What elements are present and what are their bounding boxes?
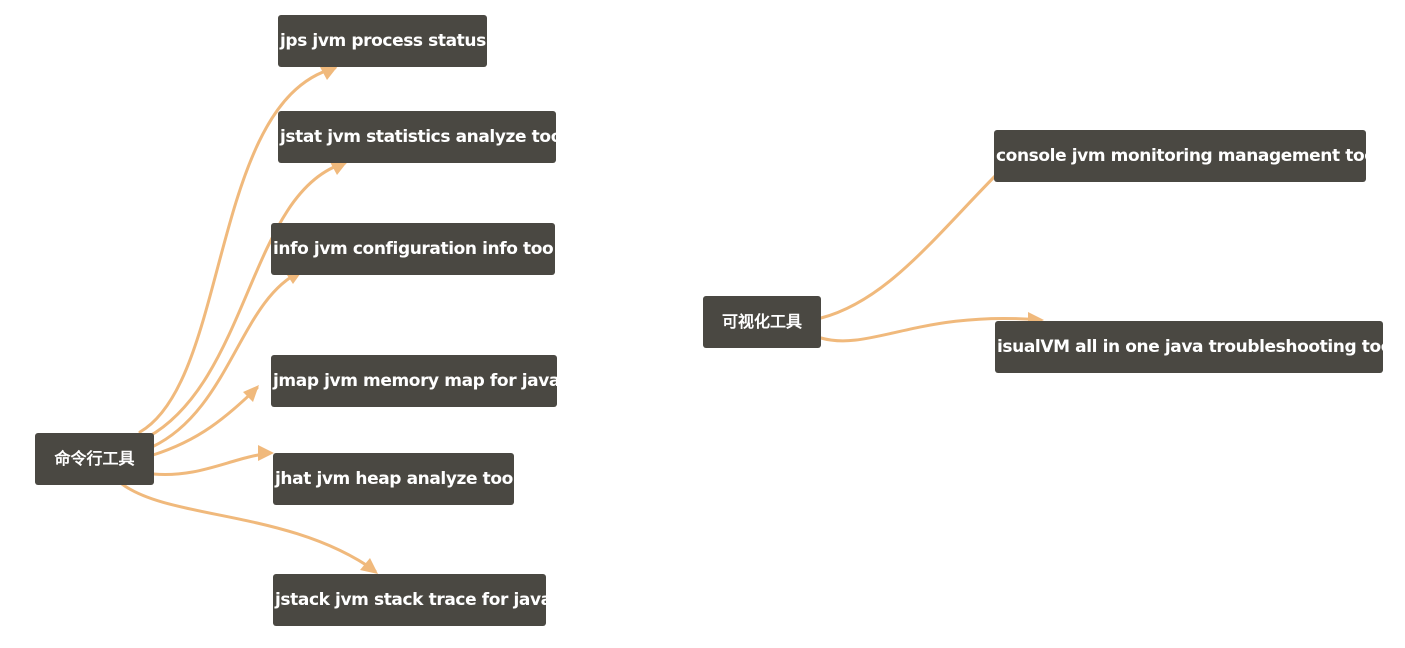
arrowhead-jps bbox=[320, 66, 338, 80]
tool-node-jstack[interactable]: jstack jvm stack trace for java bbox=[273, 574, 546, 626]
edge-cli-jps bbox=[138, 66, 337, 434]
tool-node-jvisualvm[interactable]: isualVM all in one java troubleshooting … bbox=[995, 321, 1383, 373]
root-node-cli[interactable]: 命令行工具 bbox=[35, 433, 154, 485]
tool-node-jstat[interactable]: jstat jvm statistics analyze tool bbox=[278, 111, 556, 163]
arrowhead-jhat bbox=[258, 445, 274, 461]
edge-cli-jstack bbox=[120, 482, 377, 573]
root-node-gui[interactable]: 可视化工具 bbox=[703, 296, 821, 348]
edge-gui-jconsole bbox=[819, 161, 1010, 320]
arrowhead-jmap bbox=[243, 385, 259, 402]
tool-node-jconsole[interactable]: console jvm monitoring management too bbox=[994, 130, 1366, 182]
tool-node-jmap[interactable]: jmap jvm memory map for java bbox=[271, 355, 557, 407]
edge-cli-jhat bbox=[151, 451, 272, 477]
edge-cli-jinfo bbox=[150, 270, 302, 449]
edge-cli-jstat bbox=[146, 161, 347, 439]
tool-node-jps[interactable]: jps jvm process status bbox=[278, 15, 487, 67]
arrowhead-jstat bbox=[330, 161, 348, 175]
edge-cli-jmap bbox=[151, 386, 259, 457]
arrowhead-jstack bbox=[360, 558, 378, 574]
edge-gui-jvisualvm bbox=[819, 316, 1042, 343]
tool-node-jhat[interactable]: jhat jvm heap analyze tool bbox=[273, 453, 514, 505]
tool-node-jinfo[interactable]: info jvm configuration info too bbox=[271, 223, 555, 275]
